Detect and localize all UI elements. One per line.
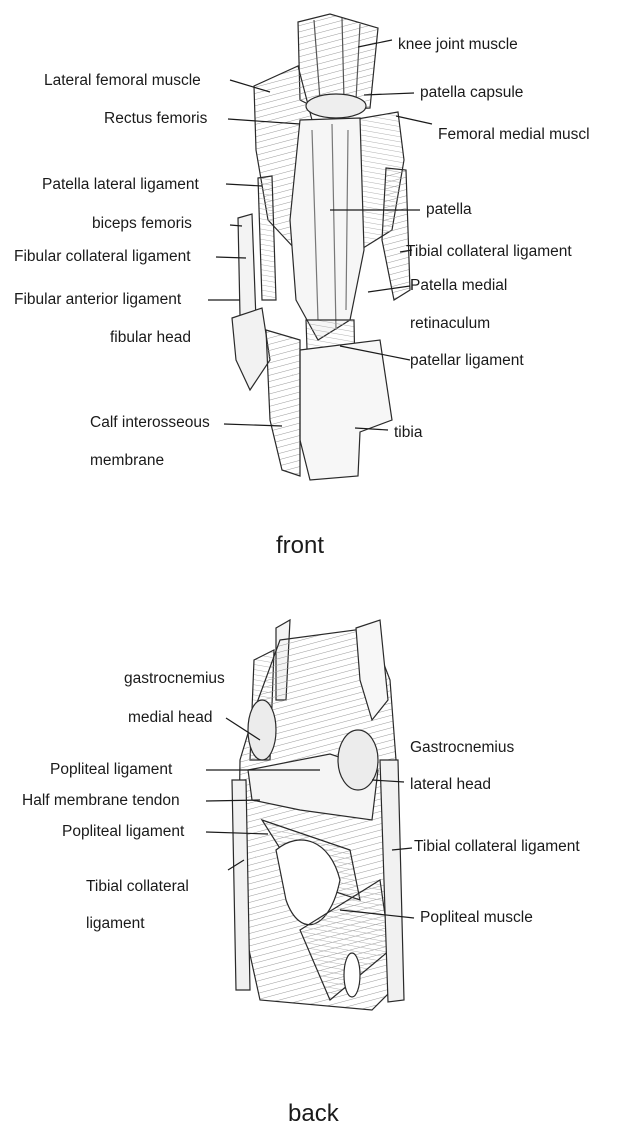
label-femoral-medial-muscle: Femoral medial muscl — [438, 126, 590, 144]
label-patella-lateral-ligament: Patella lateral ligament — [42, 176, 199, 194]
label-fibular-collateral-ligament: Fibular collateral ligament — [14, 248, 191, 266]
label-calf-interosseous: Calf interosseous — [90, 414, 210, 432]
label-tibial-collateral-ligament-back: Tibial collateral ligament — [414, 838, 580, 856]
back-knee-drawing — [232, 620, 404, 1010]
front-knee-drawing — [232, 14, 410, 480]
label-tibia: tibia — [394, 424, 422, 442]
label-ligament: ligament — [86, 915, 145, 933]
caption-front: front — [276, 532, 324, 560]
label-patella-medial: Patella medial — [410, 277, 507, 295]
label-rectus-femoris: Rectus femoris — [104, 110, 207, 128]
label-membrane: membrane — [90, 452, 164, 470]
label-patella-capsule: patella capsule — [420, 84, 523, 102]
label-biceps-femoris: biceps femoris — [92, 215, 192, 233]
label-popliteal-muscle: Popliteal muscle — [420, 909, 533, 927]
label-popliteal-ligament-1: Popliteal ligament — [50, 761, 172, 779]
label-patella: patella — [426, 201, 472, 219]
label-half-membrane-tendon: Half membrane tendon — [22, 792, 180, 810]
label-tibial-collateral: Tibial collateral — [86, 878, 189, 896]
label-knee-joint-muscle: knee joint muscle — [398, 36, 518, 54]
label-fibular-head: fibular head — [110, 329, 191, 347]
label-tibial-collateral-ligament: Tibial collateral ligament — [406, 243, 572, 261]
label-gastrocnemius: gastrocnemius — [124, 670, 225, 688]
label-lateral-femoral-muscle: Lateral femoral muscle — [44, 72, 201, 90]
label-lateral-head: lateral head — [410, 776, 491, 794]
label-popliteal-ligament-2: Popliteal ligament — [62, 823, 184, 841]
label-gastrocnemius-2: Gastrocnemius — [410, 739, 514, 757]
label-patellar-ligament: patellar ligament — [410, 352, 524, 370]
label-fibular-anterior-ligament: Fibular anterior ligament — [14, 291, 181, 309]
label-retinaculum: retinaculum — [410, 315, 490, 333]
caption-back: back — [288, 1100, 339, 1128]
label-medial-head: medial head — [128, 709, 212, 727]
